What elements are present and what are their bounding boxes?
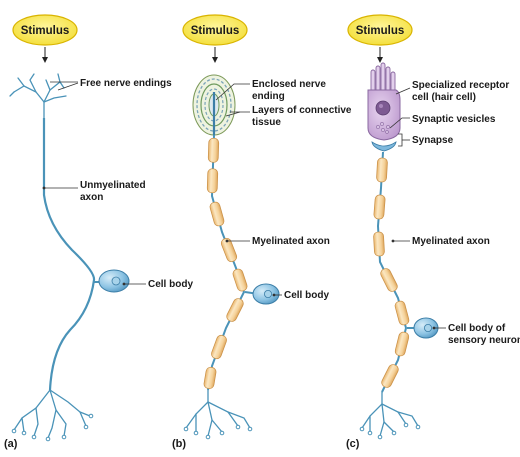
axon-c-myelin-segment-0 — [376, 158, 387, 183]
unmyelinated-axon-fiber — [44, 118, 94, 390]
synapse-terminal — [372, 142, 396, 151]
axon-b-myelin-segment-0 — [208, 138, 219, 162]
unmyelinated-axon-label-line1: Unmyelinated — [80, 180, 146, 191]
cell-body-a-label: Cell body — [148, 279, 193, 290]
axon-b-myelin-segment-7 — [203, 367, 216, 390]
hair-cell-nucleus — [376, 101, 390, 115]
free-nerve-endings-label: Free nerve endings — [80, 78, 172, 89]
axon-terminals-b — [186, 390, 250, 436]
panel-a-labels: Free nerve endings Unmyelinated axon Cel… — [4, 78, 193, 450]
receptor-cell-label-line1: Specialized receptor — [412, 80, 509, 91]
connective-tissue-label-line1: Layers of connective — [252, 105, 352, 116]
lamellated-capsule — [193, 75, 235, 135]
cell-body-c-label-line2: sensory neuron — [448, 335, 520, 346]
axon-b-myelin-segment-5 — [225, 297, 245, 323]
axon-c-myelin-segment-2 — [373, 232, 384, 257]
stimulus-b-label: Stimulus — [191, 25, 240, 37]
free-nerve-endings-branches — [10, 74, 66, 118]
stimulus-a-label: Stimulus — [21, 25, 70, 37]
panel-a-neuron — [10, 74, 129, 441]
axon-terminals-c — [362, 392, 418, 436]
panel-b-letter: (b) — [172, 438, 186, 450]
myelinated-axon-b-label: Myelinated axon — [252, 236, 330, 247]
axon-c-myelin-segment-5 — [394, 331, 410, 357]
stimulus-c: Stimulus — [348, 15, 412, 60]
nucleus-b — [264, 290, 271, 297]
stimulus-a: Stimulus — [13, 15, 77, 60]
receptor-cell-label-line2: cell (hair cell) — [412, 92, 476, 103]
stereocilia — [371, 63, 395, 92]
panel-b-neuron — [184, 75, 279, 439]
axon-c-myelin-segment-4 — [394, 300, 410, 326]
myelinated-axon-c-label: Myelinated axon — [412, 236, 490, 247]
unmyelinated-axon-label-line2: axon — [80, 192, 103, 203]
panel-c-letter: (c) — [346, 438, 360, 450]
axon-b-myelin-segment-4 — [232, 268, 249, 292]
axon-b-myelin-segment-6 — [210, 334, 228, 360]
terminal-boutons-c — [360, 423, 420, 439]
synapse-label: Synapse — [412, 135, 454, 146]
myelinated-axon-b — [203, 135, 248, 390]
axon-b-myelin-segment-2 — [209, 201, 225, 227]
axon-c-myelin-segment-1 — [374, 195, 386, 220]
enclosed-ending-label-line2: ending — [252, 91, 285, 102]
cell-body-b-label: Cell body — [284, 290, 329, 301]
stimulus-b: Stimulus — [183, 15, 247, 60]
axon-terminals-a — [14, 390, 90, 438]
myelinated-axon-c — [373, 152, 410, 392]
axon-c-myelin-segment-3 — [379, 267, 399, 293]
synaptic-vesicles-label: Synaptic vesicles — [412, 114, 496, 125]
connective-tissue-label-line2: tissue — [252, 117, 281, 128]
nucleus-c — [424, 324, 431, 331]
axon-b-myelin-segment-1 — [207, 169, 218, 193]
nucleus-a — [112, 277, 120, 285]
axon-c-myelin-segment-6 — [380, 363, 400, 389]
panel-a-letter: (a) — [4, 438, 18, 450]
panel-b-labels: Enclosed nerve ending Layers of connecti… — [172, 79, 352, 450]
cell-body-c-label-line1: Cell body of — [448, 323, 506, 334]
stimulus-c-label: Stimulus — [356, 25, 405, 37]
enclosed-ending-label-line1: Enclosed nerve — [252, 79, 326, 90]
